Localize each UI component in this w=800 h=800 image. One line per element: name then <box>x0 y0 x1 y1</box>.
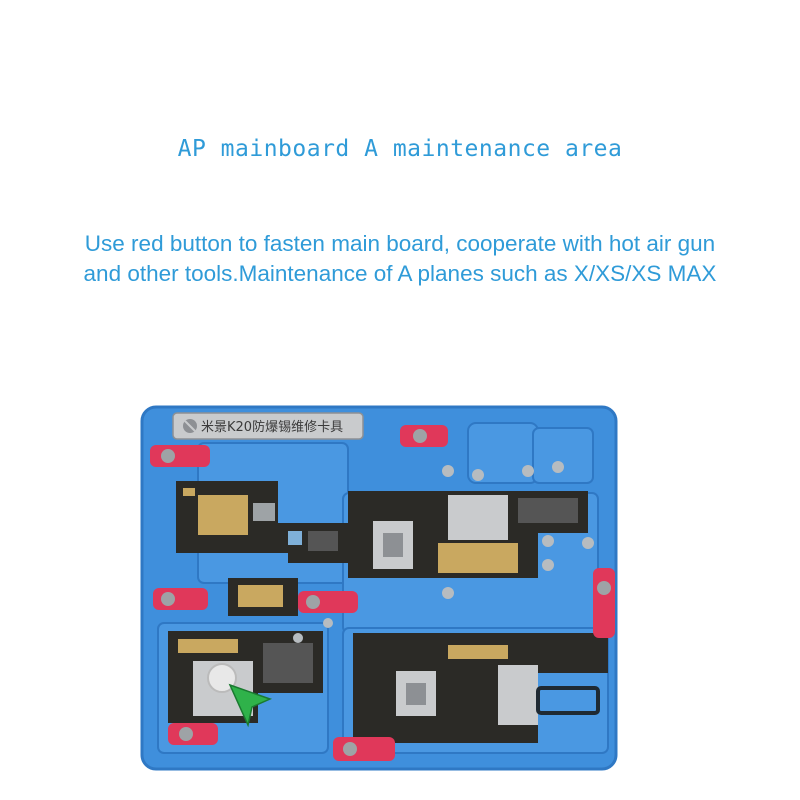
mainboard-4 <box>353 633 608 743</box>
arrow-pointer-icon <box>207 663 273 728</box>
clamp-7 <box>333 737 395 761</box>
fixture-photo: 米景K20防爆锡维修卡具 <box>138 403 620 773</box>
clamp-5 <box>593 568 615 638</box>
description-text: Use red button to fasten main board, coo… <box>0 229 800 289</box>
plate-label-text: 米景K20防爆锡维修卡具 <box>201 419 343 435</box>
clamp-1 <box>150 445 210 467</box>
description-line-2: and other tools.Maintenance of A planes … <box>83 261 717 286</box>
mainboard-2 <box>348 491 588 578</box>
description-line-1: Use red button to fasten main board, coo… <box>84 231 716 256</box>
mainboard-3 <box>168 631 323 723</box>
section-title: AP mainboard A maintenance area <box>177 136 623 162</box>
plate-label: 米景K20防爆锡维修卡具 <box>172 412 364 440</box>
mainboard-1 <box>176 481 348 563</box>
fixture-illustration: 米景K20防爆锡维修卡具 <box>140 405 618 771</box>
